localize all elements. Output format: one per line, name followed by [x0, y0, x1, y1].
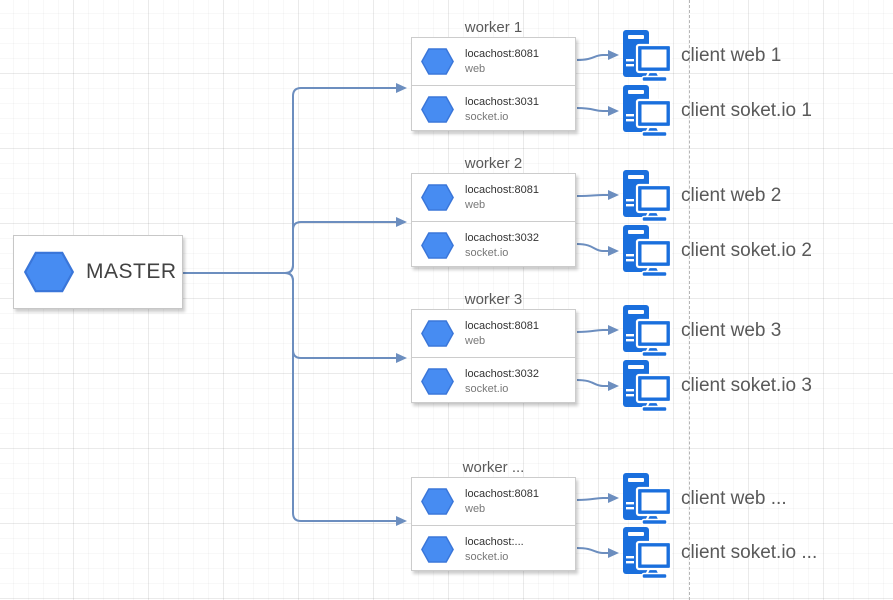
worker-2-row-socket[interactable]: locachost:3032 socket.io	[412, 221, 575, 268]
worker-3-title: worker 3	[464, 291, 523, 308]
client-label[interactable]: client web 2	[681, 185, 782, 206]
computer-icon[interactable]	[622, 360, 672, 412]
host-label: locachost:...	[465, 535, 524, 548]
edge-worker2-web	[576, 194, 608, 197]
hexagon-icon	[421, 48, 454, 75]
edge-worker3-socket	[576, 379, 608, 387]
edge-master-worker-3	[183, 272, 397, 359]
computer-icon[interactable]	[622, 305, 672, 357]
worker-3-row-socket[interactable]: locachost:3032 socket.io	[412, 357, 575, 404]
hexagon-icon	[421, 368, 454, 395]
host-label: locachost:8081	[465, 488, 539, 500]
computer-icon[interactable]	[622, 85, 672, 137]
computer-icon[interactable]	[622, 170, 672, 222]
edge-worker3-web	[576, 329, 608, 333]
hexagon-icon	[421, 320, 454, 347]
worker-3-row-web[interactable]: locachost:8081 web	[412, 310, 575, 357]
host-label: locachost:3032	[465, 231, 539, 244]
worker-4-row-socket[interactable]: locachost:... socket.io	[412, 525, 575, 572]
proto-label: socket.io	[465, 382, 509, 395]
hexagon-icon	[421, 232, 454, 259]
worker-4-title: worker ...	[462, 459, 525, 476]
worker-3-node[interactable]: locachost:8081 web locachost:3032 socket…	[411, 309, 576, 403]
hexagon-icon	[24, 248, 74, 296]
worker-1-title: worker 1	[464, 19, 523, 36]
worker-4-row-web[interactable]: locachost:8081 web	[412, 478, 575, 525]
host-label: locachost:8081	[465, 48, 539, 60]
proto-label: socket.io	[465, 110, 509, 123]
proto-label: web	[465, 63, 486, 75]
edge-worker1-socket	[576, 107, 608, 112]
client-label[interactable]: client soket.io ...	[681, 542, 818, 563]
computer-icon[interactable]	[622, 527, 672, 579]
edge-master-worker-1	[183, 87, 397, 274]
worker-1-row-web[interactable]: locachost:8081 web	[412, 38, 575, 85]
worker-1-row-socket[interactable]: locachost:3031 socket.io	[412, 85, 575, 132]
client-label[interactable]: client soket.io 1	[681, 100, 812, 121]
hexagon-icon	[421, 488, 454, 515]
worker-4-node[interactable]: locachost:8081 web locachost:... socket.…	[411, 477, 576, 571]
computer-icon[interactable]	[622, 30, 672, 82]
host-label: locachost:3032	[465, 367, 539, 380]
hexagon-icon	[421, 536, 454, 563]
hexagon-icon	[421, 96, 454, 123]
worker-2-row-web[interactable]: locachost:8081 web	[412, 174, 575, 221]
edge-master-worker-4	[183, 272, 397, 522]
worker-2-title: worker 2	[464, 155, 523, 172]
proto-label: socket.io	[465, 246, 509, 259]
edge-worker2-socket	[576, 243, 608, 252]
client-label[interactable]: client web 3	[681, 320, 782, 341]
client-label[interactable]: client web 1	[681, 45, 782, 66]
host-label: locachost:8081	[465, 184, 539, 196]
master-label: MASTER	[86, 260, 177, 283]
hexagon-icon	[421, 184, 454, 211]
client-label[interactable]: client web ...	[681, 488, 787, 509]
proto-label: web	[465, 199, 486, 211]
page-break-line	[689, 0, 690, 600]
master-node[interactable]: MASTER	[13, 235, 183, 309]
edge-master-worker-2	[183, 221, 397, 274]
host-label: locachost:8081	[465, 320, 539, 332]
computer-icon[interactable]	[622, 473, 672, 525]
host-label: locachost:3031	[465, 95, 539, 108]
client-label[interactable]: client soket.io 2	[681, 240, 812, 261]
proto-label: web	[465, 503, 486, 515]
worker-1-node[interactable]: locachost:8081 web locachost:3031 socket…	[411, 37, 576, 131]
proto-label: socket.io	[465, 550, 509, 563]
proto-label: web	[465, 335, 486, 347]
client-label[interactable]: client soket.io 3	[681, 375, 812, 396]
edge-worker1-web	[576, 54, 608, 61]
edge-worker4-socket	[576, 547, 608, 554]
computer-icon[interactable]	[622, 225, 672, 277]
worker-2-node[interactable]: locachost:8081 web locachost:3032 socket…	[411, 173, 576, 267]
edge-worker4-web	[576, 497, 608, 501]
